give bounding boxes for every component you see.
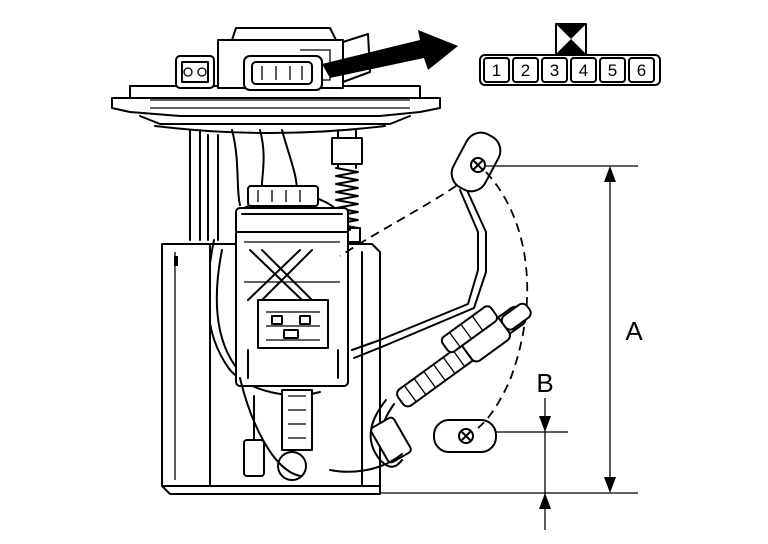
pin-label: 3 xyxy=(550,61,559,80)
pin-5-cell xyxy=(599,57,626,83)
float-arm xyxy=(351,187,487,359)
pin-3-cell xyxy=(541,57,568,83)
pump-body xyxy=(235,185,349,387)
view-arrow xyxy=(322,30,458,78)
float-swing-radius xyxy=(339,185,457,257)
pin-4-cell xyxy=(570,57,597,83)
pump-lower xyxy=(239,377,313,481)
float-swing-arc xyxy=(477,171,529,429)
pin-2-cell xyxy=(512,57,539,83)
float-lower xyxy=(433,419,497,453)
pin-label: 2 xyxy=(521,61,530,80)
dimension-b xyxy=(496,398,568,530)
guide-rods xyxy=(189,129,363,241)
flange-connector-left xyxy=(175,55,215,89)
level-sensor xyxy=(329,302,532,473)
pin-1-cell xyxy=(483,57,510,83)
connector-face: 1 2 3 4 5 6 xyxy=(479,23,661,86)
pin-label: 4 xyxy=(579,61,588,80)
dimension-a xyxy=(380,165,638,494)
float-upper xyxy=(450,131,502,193)
reservoir xyxy=(161,243,381,495)
dimension-a-label: A xyxy=(625,316,643,346)
dimension-b-label: B xyxy=(536,368,553,398)
flange-main-connector xyxy=(243,55,323,91)
pin-label: 1 xyxy=(492,61,501,80)
pin-6-cell xyxy=(628,57,655,83)
pin-label: 6 xyxy=(637,61,646,80)
pin-label: 5 xyxy=(608,61,617,80)
